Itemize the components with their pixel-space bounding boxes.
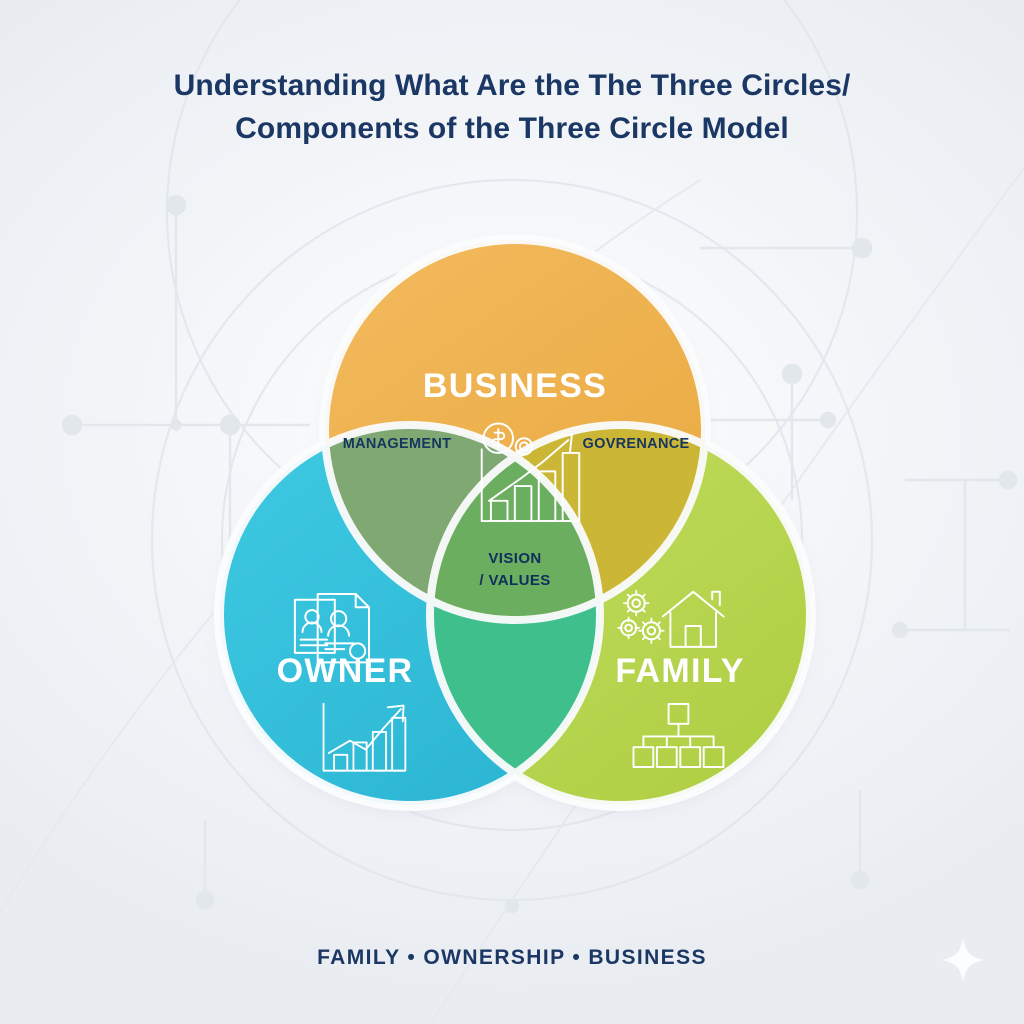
venn-separators [216,236,814,809]
overlap-center-vision-values [430,425,600,620]
label-management: MANAGEMENT [343,436,452,452]
venn-diagram: BUSINESS MANAGEMENT GOVRENANCE VISION / … [155,230,875,870]
page-title-line-2: Components of the Three Circle Model [235,112,789,145]
label-governance: GOVRENANCE [583,436,690,452]
label-business: BUSINESS [423,367,607,405]
org-chart-icon [632,703,725,768]
label-owner: OWNER [277,652,414,690]
money-growth-chart-icon [480,422,581,523]
gears-house-icon [617,589,725,648]
four-point-star-icon [941,938,985,982]
label-family: FAMILY [615,652,744,690]
profile-documents-icon [293,593,370,664]
label-vision: VISION [488,550,541,567]
footer-caption: FAMILY • OWNERSHIP • BUSINESS [317,946,707,969]
label-values: / VALUES [479,572,550,589]
growth-chart-icon [322,702,407,772]
page-title: Understanding What Are the The Three Cir… [0,64,1024,150]
page-title-line-1: Understanding What Are the The Three Cir… [173,69,851,102]
